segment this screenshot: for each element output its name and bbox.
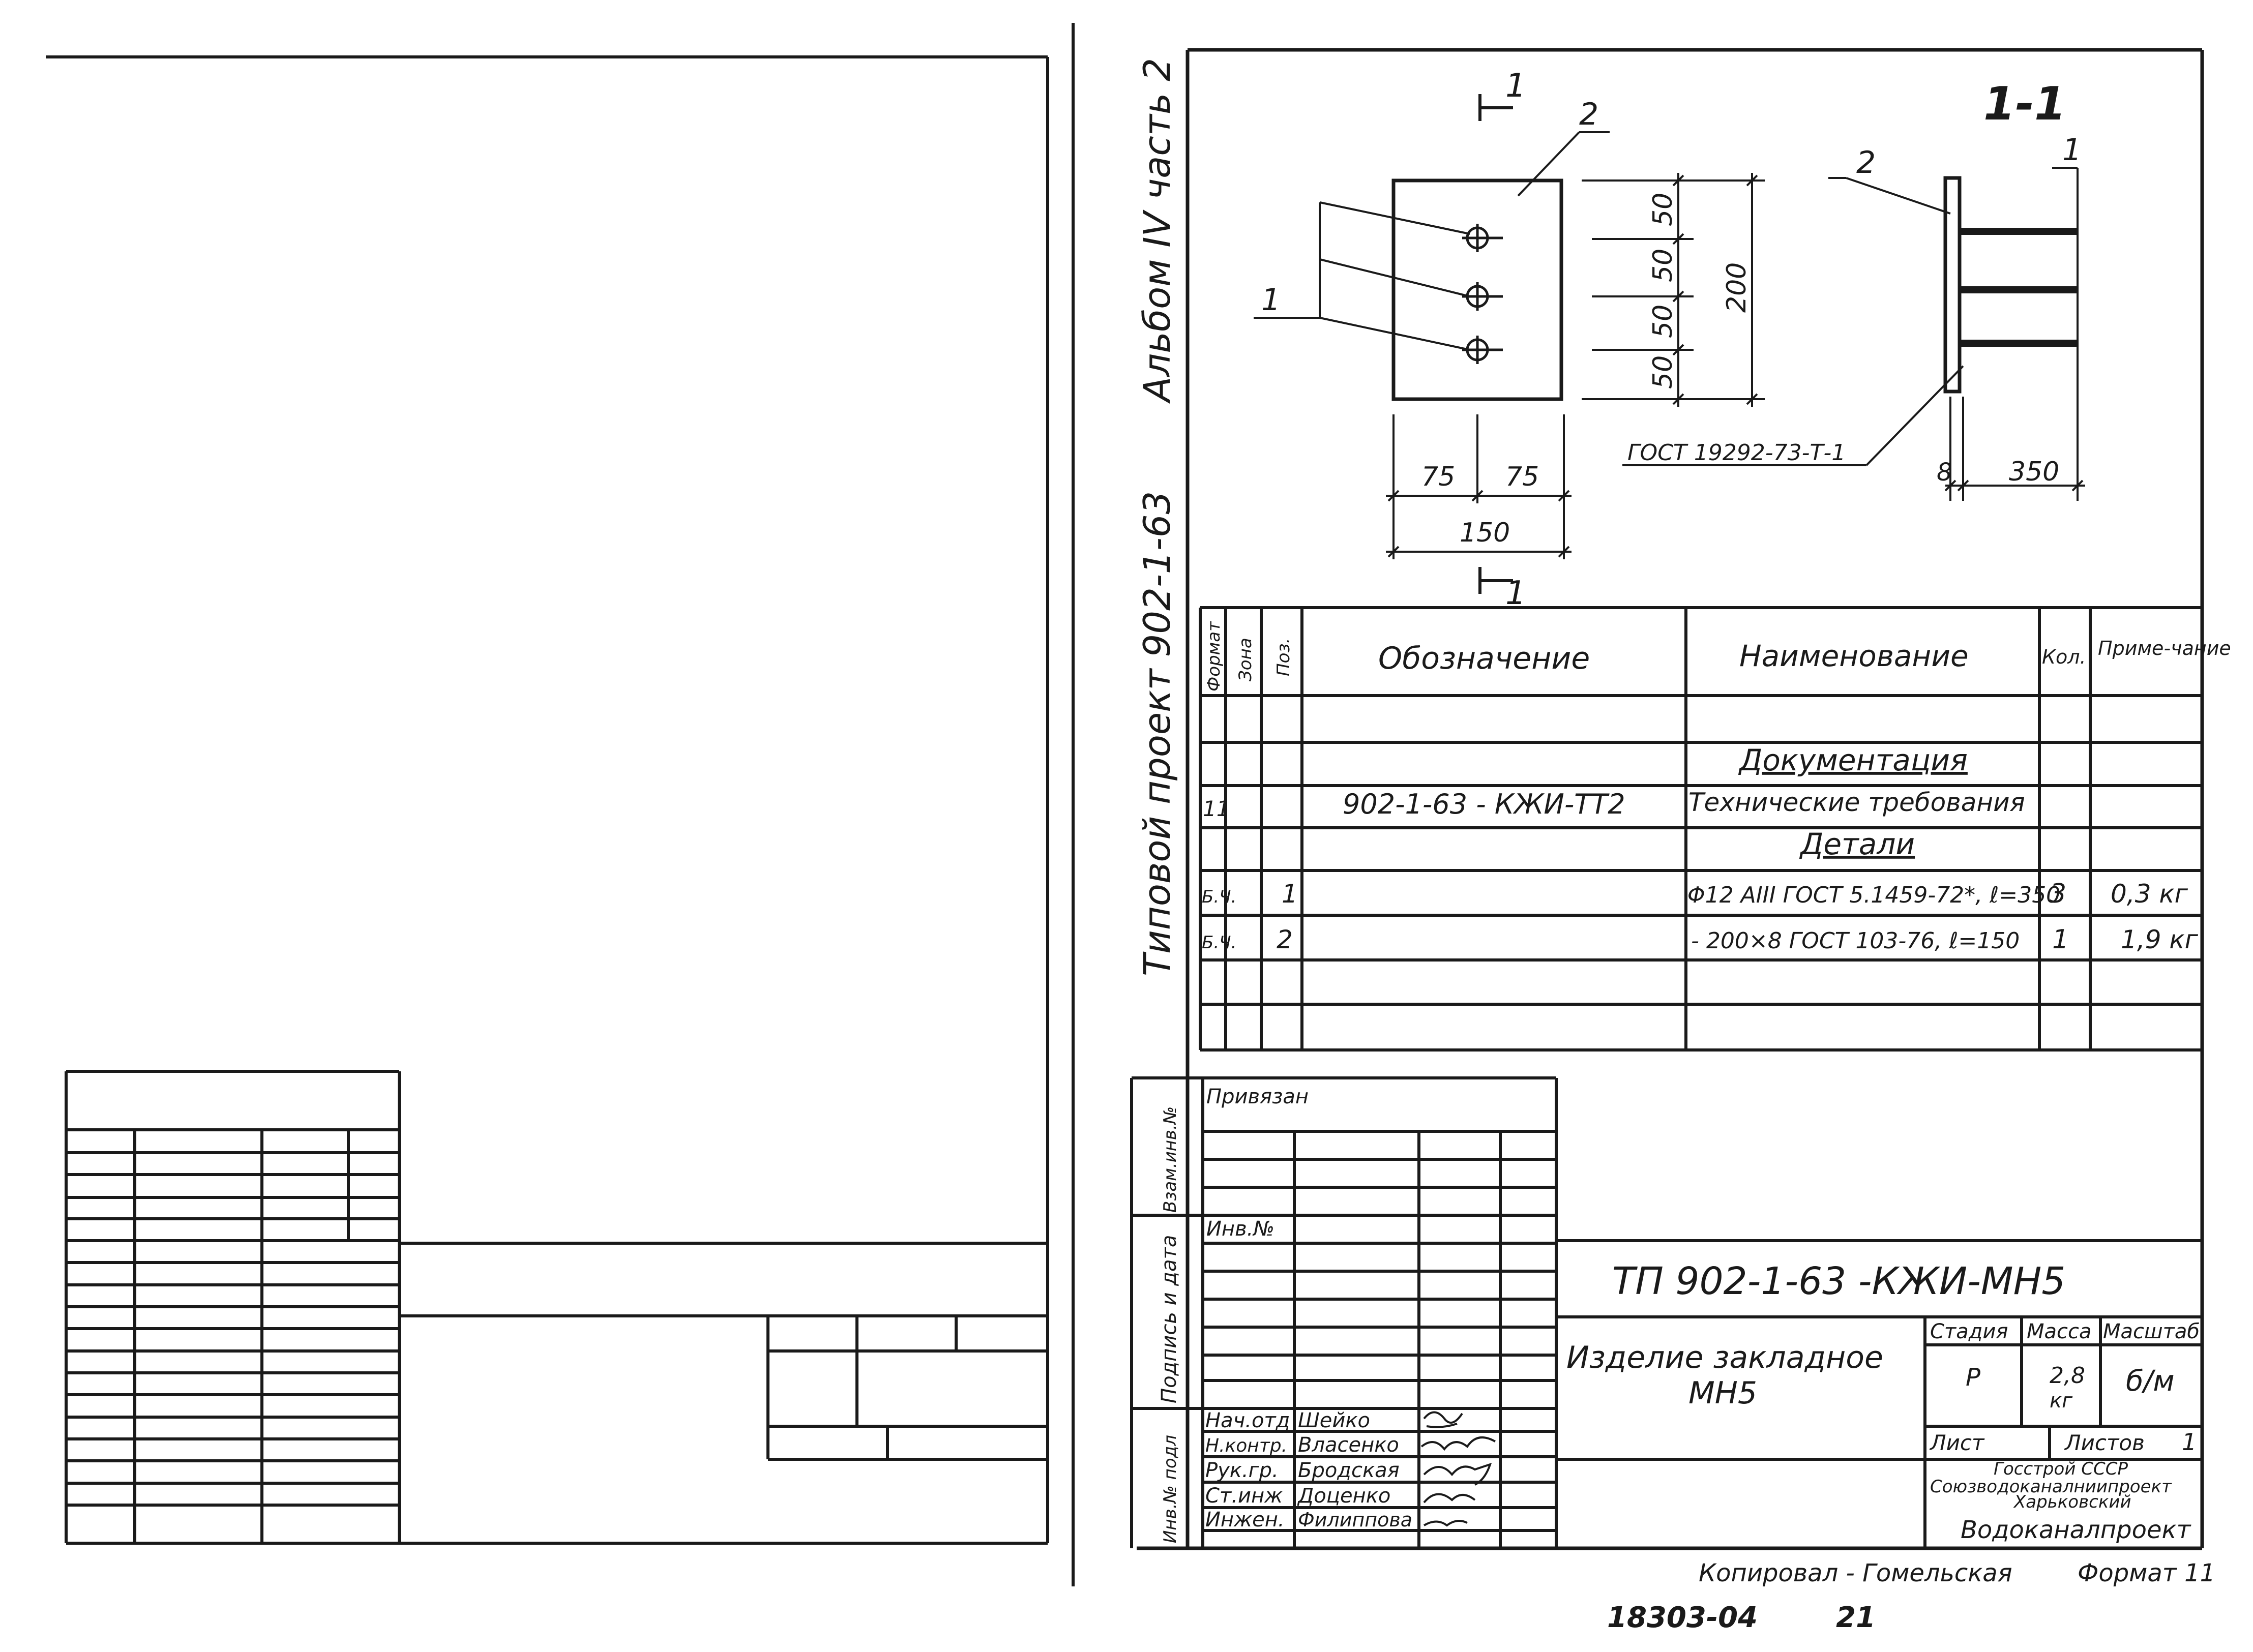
inv-no: Инв.№ xyxy=(1206,1217,1274,1241)
archive-number: 18303-04 xyxy=(1607,1601,1758,1634)
signer-3-role: Рук.гр. xyxy=(1205,1459,1279,1482)
org-line-2: Союзводоканалниипроект xyxy=(1930,1477,2172,1497)
mass-unit: кг xyxy=(2050,1389,2073,1413)
scale-header: Масштаб xyxy=(2103,1320,2200,1343)
hdr-name: Наименование xyxy=(1739,639,1969,673)
hdr-format: Формат xyxy=(1204,621,1224,692)
org-line-4: Водоканалпроект xyxy=(1961,1516,2191,1544)
signature-marks xyxy=(1420,1411,1496,1527)
album-label: Альбом IV часть 2 xyxy=(1136,58,1178,404)
spec-row-4-name: Φ12 AIII ГОСТ 5.1459-72*, ℓ=350 xyxy=(1687,882,2060,908)
side-inv: Инв.№ подл xyxy=(1160,1435,1180,1543)
plate-plan xyxy=(1391,178,1563,401)
hdr-qty: Кол. xyxy=(2042,646,2086,668)
spec-row-4-pos: 1 xyxy=(1282,879,1298,909)
dim-8: 8 xyxy=(1937,458,1952,487)
section-mark-bottom: 1 xyxy=(1505,575,1526,612)
section-pos2: 2 xyxy=(1856,145,1876,181)
mass-value: 2,8 xyxy=(2050,1363,2085,1389)
spec-row-5-format: Б.Ч. xyxy=(1202,933,1236,953)
copied-by: Копировал - Гомельская xyxy=(1699,1559,2012,1587)
spec-row-5-name: - 200×8 ГОСТ 103-76, ℓ=150 xyxy=(1691,928,2020,954)
signer-1-name: Шейко xyxy=(1298,1409,1370,1432)
pos1-label: 1 xyxy=(1261,282,1281,318)
dim-350: 350 xyxy=(2009,457,2059,487)
hdr-zone: Зона xyxy=(1235,638,1256,681)
dim-50-a: 50 xyxy=(1648,193,1678,226)
spec-row-4-note: 0,3 кг xyxy=(2111,879,2188,909)
signer-5-role: Инжен. xyxy=(1205,1508,1285,1531)
signer-3-name: Бродская xyxy=(1298,1459,1400,1482)
spec-row-5-qty: 1 xyxy=(2052,924,2069,955)
sheets-label: Листов xyxy=(2064,1430,2145,1455)
spec-row-4-qty: 3 xyxy=(2050,879,2066,909)
doc-code: ТП 902-1-63 -КЖИ-МН5 xyxy=(1612,1259,2065,1303)
spec-row-5-note: 1,9 кг xyxy=(2121,925,2199,954)
section-title: 1-1 xyxy=(1983,77,2066,131)
doc-title: Изделие закладное xyxy=(1566,1340,1883,1375)
org-line-3: Харьковский xyxy=(2013,1492,2131,1512)
stage-value: Р xyxy=(1966,1363,1980,1392)
spec-row-4-format: Б.Ч. xyxy=(1202,887,1236,907)
pos2-label: 2 xyxy=(1579,97,1598,132)
spec-row-2-name: Технические требования xyxy=(1688,788,2025,817)
embedded-part-plan: 1 2 1 1 50 50 50 50 200 xyxy=(1254,67,1765,612)
signer-5-name: Филиппова xyxy=(1298,1509,1412,1531)
sheets-value: 1 xyxy=(2182,1428,2197,1456)
dim-50-b: 50 xyxy=(1648,249,1678,282)
dim-50-d: 50 xyxy=(1648,355,1678,389)
org-line-1: Госстрой СССР xyxy=(1994,1459,2128,1479)
spec-row-1-name: Документация xyxy=(1738,743,1968,777)
dim-150: 150 xyxy=(1460,518,1510,548)
spec-table: Формат Зона Поз. Обозначение Наименовани… xyxy=(1199,606,2231,1052)
signer-4-role: Ст.инж xyxy=(1205,1484,1283,1508)
project-label: Типовой проект 902-1-63 xyxy=(1136,491,1178,976)
page-number: 21 xyxy=(1836,1601,1876,1634)
signer-1-role: Нач.отд xyxy=(1205,1409,1290,1432)
dim-75-a: 75 xyxy=(1421,462,1455,492)
side-vzam: Взам.инв.№ xyxy=(1160,1106,1180,1213)
sheet-label: Лист xyxy=(1929,1430,1985,1455)
spec-row-3-name: Детали xyxy=(1799,827,1915,861)
title-block: Взам.инв.№ Подпись и дата Инв.№ подл При… xyxy=(1130,1076,2202,1548)
signer-2-role: Н.контр. xyxy=(1205,1435,1287,1456)
signer-2-name: Власенко xyxy=(1298,1433,1399,1457)
left-blank-frame xyxy=(46,55,1049,1545)
section-view: 1-1 2 1 ГОСТ 19292-73-Т-1 8 350 xyxy=(1622,77,2085,501)
mass-header: Масса xyxy=(2027,1320,2092,1343)
dim-75-b: 75 xyxy=(1505,462,1539,492)
weld-note: ГОСТ 19292-73-Т-1 xyxy=(1627,440,1846,466)
plate-section xyxy=(1943,176,1962,394)
spec-row-2-format: 11 xyxy=(1203,796,1230,821)
section-mark-top: 1 xyxy=(1505,67,1526,105)
hdr-pos: Поз. xyxy=(1273,638,1294,676)
dim-200: 200 xyxy=(1722,262,1752,313)
side-podpis: Подпись и дата xyxy=(1158,1235,1181,1403)
footer: Копировал - Гомельская Формат 11 18303-0… xyxy=(1607,1559,2215,1634)
format-label: Формат 11 xyxy=(2078,1559,2215,1587)
privyazan: Привязан xyxy=(1206,1085,1309,1108)
stage-header: Стадия xyxy=(1930,1320,2008,1343)
spec-row-2-designation: 902-1-63 - КЖИ-ТТ2 xyxy=(1343,788,1625,820)
spec-row-5-pos: 2 xyxy=(1277,925,1293,954)
hdr-note: Приме-чание xyxy=(2098,637,2231,659)
right-frame xyxy=(1137,48,2204,1550)
signer-4-name: Доценко xyxy=(1297,1484,1390,1508)
doc-title-2: МН5 xyxy=(1688,1375,1757,1411)
scale-value: б/м xyxy=(2126,1365,2175,1398)
section-mark-right: 1 xyxy=(2062,132,2082,168)
dim-50-c: 50 xyxy=(1648,305,1678,338)
hdr-designation: Обозначение xyxy=(1378,641,1590,676)
anchor-marks xyxy=(1462,224,1503,364)
